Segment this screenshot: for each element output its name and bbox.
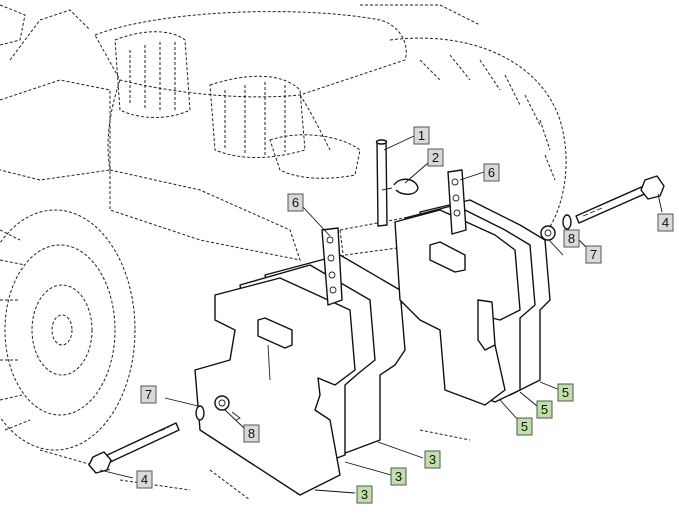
callout-4-left: 4: [136, 470, 153, 489]
svg-text:7: 7: [590, 247, 597, 262]
svg-text:7: 7: [145, 387, 152, 402]
svg-text:5: 5: [521, 419, 528, 434]
bolt-right: [575, 175, 665, 224]
callout-5-top: 5: [557, 383, 574, 402]
svg-text:1: 1: [418, 128, 425, 143]
callout-5-middle: 5: [536, 400, 553, 419]
callout-3-top: 3: [424, 450, 441, 469]
svg-text:3: 3: [361, 487, 368, 502]
callout-7-left: 7: [140, 385, 157, 404]
svg-text:3: 3: [429, 452, 436, 467]
callout-1: 1: [413, 126, 430, 145]
svg-text:4: 4: [662, 215, 669, 230]
svg-text:2: 2: [432, 150, 439, 165]
svg-text:5: 5: [541, 402, 548, 417]
callout-4-right: 4: [657, 213, 674, 232]
front-weight-right-stack: [394, 199, 551, 406]
washer-right: [562, 214, 572, 230]
weight-bracket-left: [321, 227, 343, 306]
callout-7-right: 7: [585, 245, 602, 264]
washer-left: [195, 405, 205, 421]
locking-pin: [375, 139, 388, 227]
callout-3-middle: 3: [390, 467, 407, 486]
svg-text:8: 8: [568, 231, 575, 246]
callout-6-right: 6: [483, 163, 500, 182]
weight-bracket-right: [447, 169, 467, 235]
front-weight-left-stack: [194, 254, 406, 496]
callout-8-right: 8: [563, 229, 580, 248]
leader-lines: [99, 135, 663, 494]
svg-text:3: 3: [395, 469, 402, 484]
tractor-outline: [0, 4, 567, 501]
callout-8-left: 8: [243, 424, 260, 443]
callout-6-left: 6: [287, 193, 304, 212]
svg-text:6: 6: [292, 195, 299, 210]
callout-3-bottom: 3: [356, 485, 373, 504]
callout-2: 2: [427, 148, 444, 167]
svg-text:5: 5: [562, 385, 569, 400]
nut-right: [540, 225, 556, 241]
callout-5-bottom: 5: [516, 417, 533, 436]
spring-clip: [381, 178, 419, 195]
svg-text:4: 4: [141, 472, 148, 487]
svg-text:6: 6: [488, 165, 495, 180]
svg-text:8: 8: [248, 426, 255, 441]
bolt-left: [88, 422, 180, 474]
